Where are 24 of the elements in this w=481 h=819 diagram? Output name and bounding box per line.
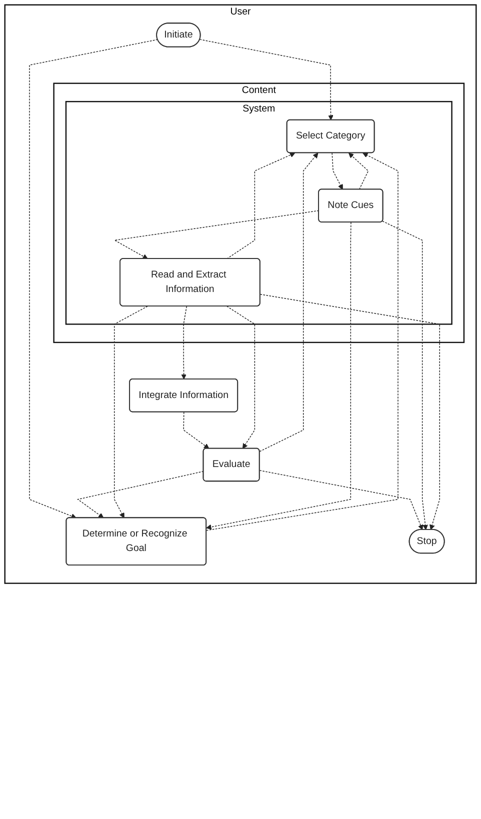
arrow (29, 39, 158, 519)
arrow (199, 39, 334, 120)
arrow (114, 306, 148, 518)
arrow (226, 306, 256, 449)
process-box: Determine or Recognize Goal (66, 517, 207, 566)
process-box: Note Cues (318, 188, 384, 222)
arrow (259, 470, 424, 530)
process-box: Read and Extract Information (120, 258, 260, 306)
arrow (76, 470, 204, 518)
arrow (183, 412, 210, 449)
arrow (260, 294, 440, 530)
arrow (332, 152, 343, 190)
process-box: Select Category (286, 119, 375, 154)
arrow (348, 152, 369, 190)
process-box: Integrate Information (129, 378, 238, 412)
arrow (382, 220, 428, 530)
arrow (114, 210, 320, 260)
arrow (206, 222, 352, 530)
arrow (206, 152, 398, 531)
arrow (181, 306, 188, 380)
terminal-box: Stop (408, 529, 445, 554)
arrow (226, 152, 296, 260)
process-box: Evaluate (202, 448, 260, 482)
arrow (259, 152, 318, 452)
